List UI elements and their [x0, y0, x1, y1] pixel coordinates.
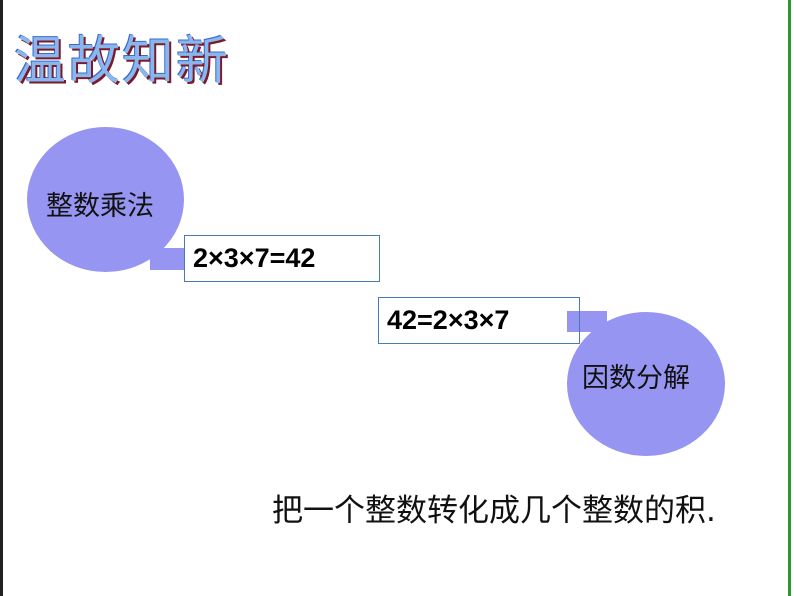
multiply-equation-box: 2×3×7=42: [184, 235, 380, 282]
multiply-label: 整数乘法: [46, 191, 154, 222]
factor-label: 因数分解: [582, 363, 690, 394]
factor-bubble: [567, 312, 725, 456]
slide-left-border: [0, 0, 3, 596]
summary-text: 把一个整数转化成几个整数的积.: [272, 493, 716, 529]
factor-equation-box: 42=2×3×7: [378, 297, 580, 344]
slide-title: 温故知新: [14, 32, 231, 92]
slide-right-border: [788, 0, 791, 596]
factor-bubble-tail: [567, 311, 607, 332]
multiply-bubble: [27, 127, 184, 272]
multiply-bubble-tail: [150, 248, 190, 270]
